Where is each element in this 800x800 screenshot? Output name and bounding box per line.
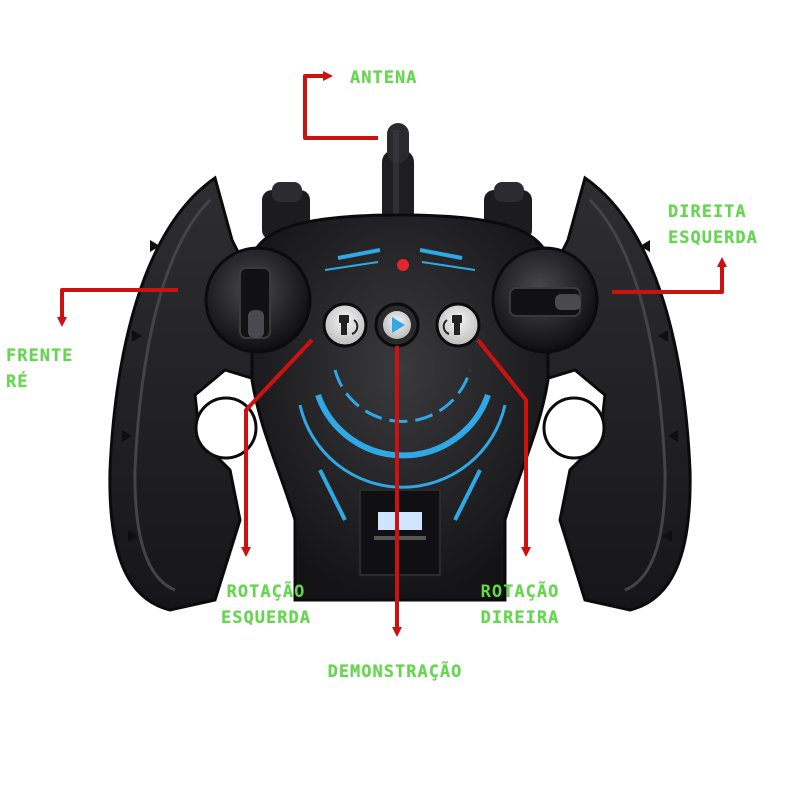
rotate-left-button[interactable]: [322, 302, 368, 348]
antenna: [382, 123, 414, 225]
robot-spin-right-icon: [442, 315, 462, 335]
rotate-right-button[interactable]: [435, 302, 481, 348]
left-joystick[interactable]: [204, 246, 312, 354]
label-direita: DIREITA: [668, 202, 747, 222]
power-led: [397, 259, 409, 271]
label-re: RÉ: [6, 372, 29, 392]
brand-logo: [378, 512, 422, 530]
label-frente: FRENTE: [6, 346, 74, 366]
arrow-frente-re: [57, 288, 178, 327]
arrow-antena: [303, 71, 378, 140]
right-joystick[interactable]: [491, 246, 599, 354]
arrow-direita-esquerda: [612, 257, 727, 294]
label-esquerda-right: ESQUERDA: [668, 228, 758, 248]
arrow-rotacao-direita: [476, 338, 531, 557]
left-wing-handle: [108, 175, 264, 612]
label-rotacao-esquerda-2: ESQUERDA: [221, 608, 311, 628]
label-rotacao-direita-2: DIREIRA: [480, 608, 560, 628]
play-icon: [392, 317, 405, 333]
robot-spin-left-icon: [339, 315, 359, 335]
label-rotacao-direita-1: ROTAÇÃO: [480, 582, 560, 602]
demo-play-button[interactable]: [374, 302, 420, 348]
arrow-rotacao-esquerda: [241, 338, 314, 557]
callout-arrows: [57, 71, 727, 637]
label-antena: ANTENA: [350, 68, 418, 88]
label-demonstracao: DEMONSTRAÇÃO: [327, 662, 463, 682]
label-rotacao-esquerda-1: ROTAÇÃO: [226, 582, 306, 602]
